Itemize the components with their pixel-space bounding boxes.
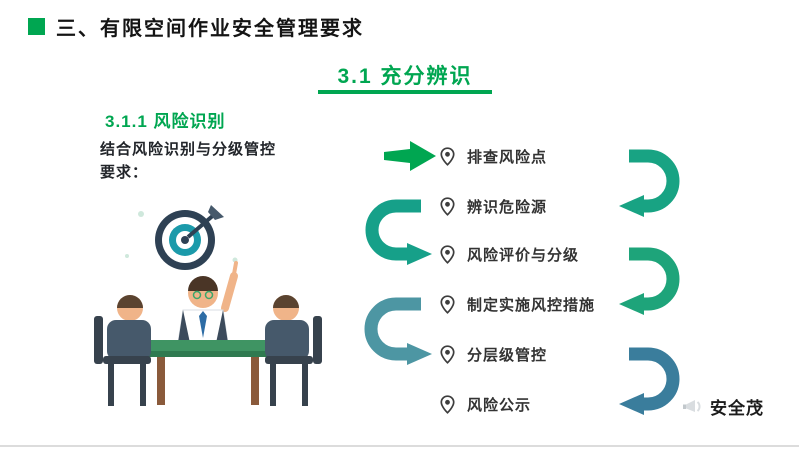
meeting-table	[145, 340, 271, 405]
step-item: 分层级管控	[440, 343, 547, 365]
sparkle-icon	[138, 211, 144, 217]
step-label: 风险评价与分级	[467, 246, 580, 264]
description-line2: 要求：	[100, 164, 149, 182]
page-title: 三、有限空间作业安全管理要求	[56, 18, 364, 40]
megaphone-icon	[683, 399, 701, 412]
pin-icon	[440, 146, 455, 166]
step-label: 排查风险点	[467, 148, 548, 166]
sparkle-icon	[125, 254, 129, 258]
step-label: 制定实施风控措施	[467, 296, 596, 314]
pin-icon	[440, 244, 455, 264]
step-item: 风险评价与分级	[440, 243, 579, 265]
entry-arrow	[384, 141, 436, 171]
step-item: 辨识危险源	[440, 195, 547, 217]
section-title: 3.1 充分辨识	[337, 65, 473, 88]
hook-arrow-5	[619, 347, 680, 415]
step-item: 排查风险点	[440, 145, 547, 167]
step-item: 制定实施风控措施	[440, 293, 595, 315]
step-label: 分层级管控	[467, 346, 548, 364]
pin-icon	[440, 294, 455, 314]
hook-arrow-1	[619, 149, 680, 217]
hook-arrow-4	[364, 297, 432, 365]
subsection-title: 3.1.1 风险识别	[105, 112, 226, 131]
step-label: 风险公示	[467, 396, 532, 414]
description-line1: 结合风险识别与分级管控	[100, 141, 277, 158]
description-text: 结合风险识别与分级管控 要求：	[100, 138, 330, 185]
person-left	[94, 295, 151, 406]
person-right	[265, 295, 322, 406]
person-middle	[177, 261, 238, 344]
section-underline	[318, 90, 492, 94]
step-label: 辨识危险源	[467, 198, 548, 216]
pin-icon	[440, 344, 455, 364]
header: 三、有限空间作业安全管理要求	[28, 12, 364, 41]
hook-arrow-3	[619, 247, 680, 315]
pin-icon	[440, 196, 455, 216]
step-item: 风险公示	[440, 393, 531, 415]
target-dart-icon	[155, 205, 224, 270]
meeting-illustration	[94, 205, 322, 406]
watermark: 安全茂	[682, 394, 764, 419]
pin-icon	[440, 394, 455, 414]
bottom-divider	[0, 445, 799, 447]
header-bullet-icon	[28, 18, 45, 35]
watermark-label: 安全茂	[710, 399, 764, 418]
hook-arrow-2	[365, 199, 432, 265]
